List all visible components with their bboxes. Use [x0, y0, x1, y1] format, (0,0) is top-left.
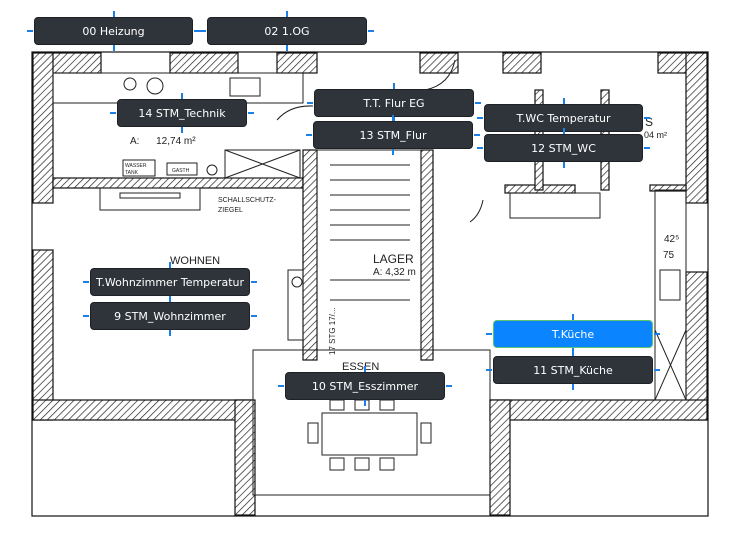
plan-label-schallschutz: SCHALLSCHUTZ- — [218, 197, 277, 204]
resize-handle[interactable] — [486, 369, 492, 371]
room-widget-wohnzimmer[interactable]: 9 STM_Wohnzimmer — [83, 296, 257, 336]
resize-handle[interactable] — [169, 330, 171, 336]
resize-handle[interactable] — [475, 102, 481, 104]
resize-handle[interactable] — [181, 127, 183, 133]
resize-handle[interactable] — [368, 30, 374, 32]
room-widget-wc[interactable]: 12 STM_WC — [477, 128, 650, 168]
plan-label-essen: ESSEN — [342, 361, 379, 373]
plan-label-gasth: GASTH — [172, 168, 190, 174]
resize-handle[interactable] — [83, 315, 89, 317]
room-widget-flur-temperature[interactable]: T.T. Flur EG — [307, 83, 481, 123]
resize-handle[interactable] — [286, 45, 288, 51]
resize-handle[interactable] — [486, 333, 492, 335]
plan-label-wohnen: WOHNEN — [170, 255, 220, 267]
resize-handle[interactable] — [446, 385, 452, 387]
resize-handle[interactable] — [251, 315, 257, 317]
resize-handle[interactable] — [112, 11, 115, 17]
resize-handle[interactable] — [112, 45, 115, 51]
resize-handle[interactable] — [307, 102, 313, 104]
plan-label-ziegel: ZIEGEL — [218, 207, 243, 214]
plan-dimension-42: 42⁵ — [664, 234, 679, 245]
widget-label: T.WC Temperatur — [516, 111, 611, 125]
widget-label: T.Küche — [551, 327, 595, 341]
resize-handle[interactable] — [83, 281, 89, 283]
resize-handle[interactable] — [251, 281, 257, 283]
resize-handle[interactable] — [110, 112, 116, 114]
resize-handle[interactable] — [248, 112, 254, 114]
plan-dimension-75: 75 — [663, 250, 675, 261]
resize-handle[interactable] — [477, 147, 483, 149]
widget-label: 14 STM_Technik — [138, 106, 226, 120]
plan-label-stairs: 17 STG 17/... — [328, 307, 337, 355]
resize-handle[interactable] — [392, 149, 394, 155]
room-widget-flur[interactable]: 13 STM_Flur — [306, 115, 480, 155]
floor-button-1og[interactable]: 02 1.OG — [200, 11, 374, 51]
resize-handle[interactable] — [572, 384, 574, 390]
floor-button-label: 00 Heizung — [82, 24, 145, 38]
resize-handle[interactable] — [562, 128, 565, 134]
plan-label-wc-area: 04 m² — [644, 130, 667, 140]
resize-handle[interactable] — [181, 93, 183, 99]
resize-handle[interactable] — [654, 369, 660, 371]
room-widget-kueche-temperature[interactable]: T.Küche — [486, 314, 660, 354]
resize-handle[interactable] — [200, 30, 206, 32]
widget-label: 11 STM_Küche — [533, 363, 613, 377]
resize-handle[interactable] — [392, 115, 394, 121]
widget-label: T.T. Flur EG — [363, 96, 425, 110]
resize-handle[interactable] — [644, 147, 650, 149]
resize-handle[interactable] — [364, 400, 366, 406]
resize-handle[interactable] — [169, 262, 171, 268]
resize-handle[interactable] — [654, 333, 660, 335]
resize-handle[interactable] — [364, 366, 366, 372]
resize-handle[interactable] — [393, 83, 395, 89]
plan-label-wc-s: S — [645, 115, 653, 129]
resize-handle[interactable] — [644, 117, 650, 119]
resize-handle[interactable] — [474, 134, 480, 136]
plan-label-wasser: WASSER — [125, 163, 147, 169]
plan-label-lager: LAGER — [373, 252, 414, 266]
resize-handle[interactable] — [562, 162, 565, 168]
resize-handle[interactable] — [169, 296, 171, 302]
widget-label: 10 STM_Esszimmer — [311, 379, 419, 393]
resize-handle[interactable] — [572, 350, 574, 356]
floor-button-heizung[interactable]: 00 Heizung — [27, 11, 200, 51]
resize-handle[interactable] — [306, 134, 312, 136]
resize-handle[interactable] — [572, 314, 574, 320]
room-widget-kueche[interactable]: 11 STM_Küche — [486, 350, 660, 390]
resize-handle[interactable] — [562, 98, 565, 104]
resize-handle[interactable] — [278, 385, 284, 387]
room-widget-wohnzimmer-temperature[interactable]: T.Wohnzimmer Temperatur — [83, 262, 257, 302]
widget-label: 12 STM_WC — [531, 141, 596, 155]
plan-label-lager-area: A: 4,32 m — [373, 267, 416, 278]
resize-handle[interactable] — [477, 117, 483, 119]
resize-handle[interactable] — [194, 30, 200, 32]
room-widget-technik[interactable]: 14 STM_Technik — [110, 93, 254, 133]
widget-label: 13 STM_Flur — [359, 128, 427, 142]
floor-button-label: 02 1.OG — [264, 24, 310, 38]
room-widget-esszimmer[interactable]: 10 STM_Esszimmer — [278, 366, 452, 406]
widget-label: T.Wohnzimmer Temperatur — [95, 275, 245, 289]
resize-handle[interactable] — [27, 30, 33, 32]
resize-handle[interactable] — [286, 11, 288, 17]
resize-handle[interactable] — [393, 117, 395, 123]
plan-label-tank: TANK — [125, 170, 139, 176]
room-widget-wc-temperature[interactable]: T.WC Temperatur — [477, 98, 650, 138]
walls — [32, 52, 708, 516]
plan-label-technik-area: A: 12,74 m² — [130, 136, 196, 147]
widget-label: 9 STM_Wohnzimmer — [114, 309, 226, 323]
